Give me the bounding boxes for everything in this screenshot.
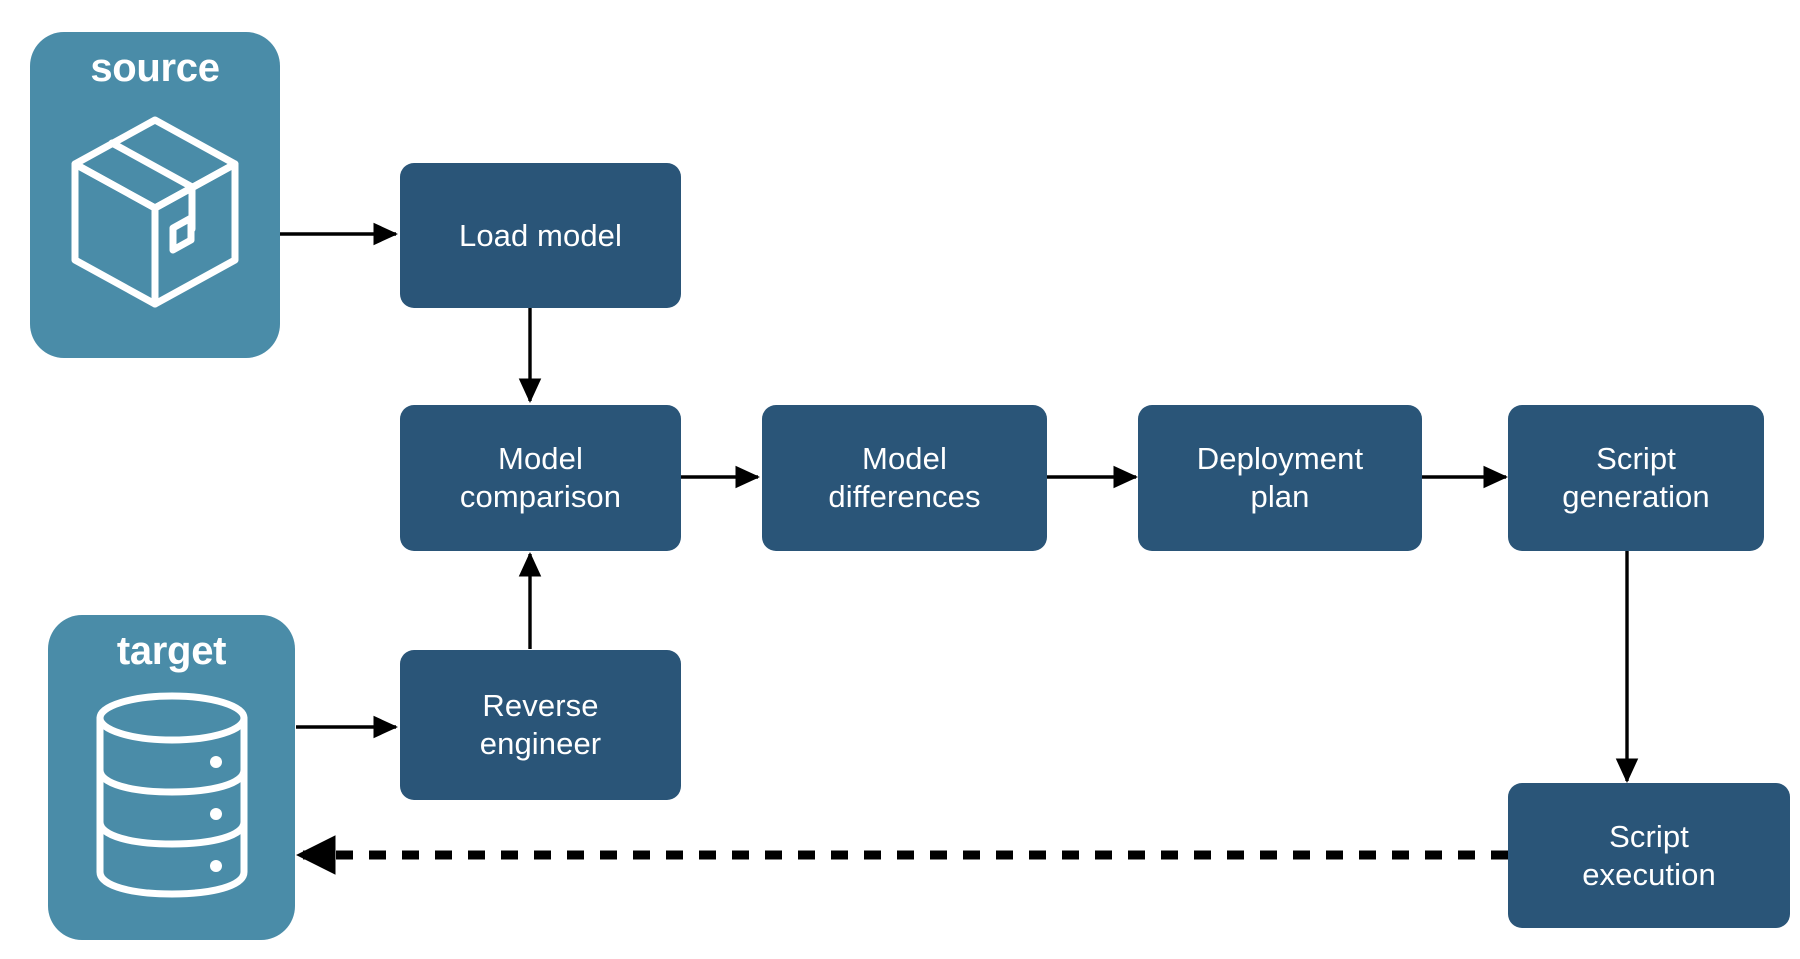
process-script-execution[interactable]: Script execution bbox=[1508, 783, 1790, 928]
process-deployment-plan-text: Deployment plan bbox=[1196, 441, 1364, 514]
process-load-model-text: Load model bbox=[458, 217, 622, 253]
endpoint-source-label: source bbox=[90, 46, 220, 90]
process-script-execution-text: Script execution bbox=[1582, 818, 1716, 892]
process-script-generation[interactable]: Script generation bbox=[1508, 405, 1764, 551]
endpoint-target-label: target bbox=[116, 629, 227, 673]
process-reverse-engineer[interactable]: Reverse engineer bbox=[400, 650, 681, 800]
process-deployment-plan[interactable]: Deployment plan bbox=[1138, 405, 1422, 551]
process-reverse-engineer-text: Reverse engineer bbox=[479, 688, 602, 761]
endpoint-source[interactable]: source bbox=[30, 32, 280, 358]
process-model-differences-text: Model differences bbox=[828, 441, 981, 514]
process-model-comparison[interactable]: Model comparison bbox=[400, 405, 681, 551]
database-cylinder-icon bbox=[48, 671, 295, 918]
process-model-comparison-text: Model comparison bbox=[459, 441, 622, 514]
package-box-icon bbox=[30, 88, 280, 336]
process-model-differences[interactable]: Model differences bbox=[762, 405, 1047, 551]
process-load-model[interactable]: Load model bbox=[400, 163, 681, 308]
endpoint-target[interactable]: target bbox=[48, 615, 295, 940]
process-script-generation-text: Script generation bbox=[1562, 441, 1710, 514]
